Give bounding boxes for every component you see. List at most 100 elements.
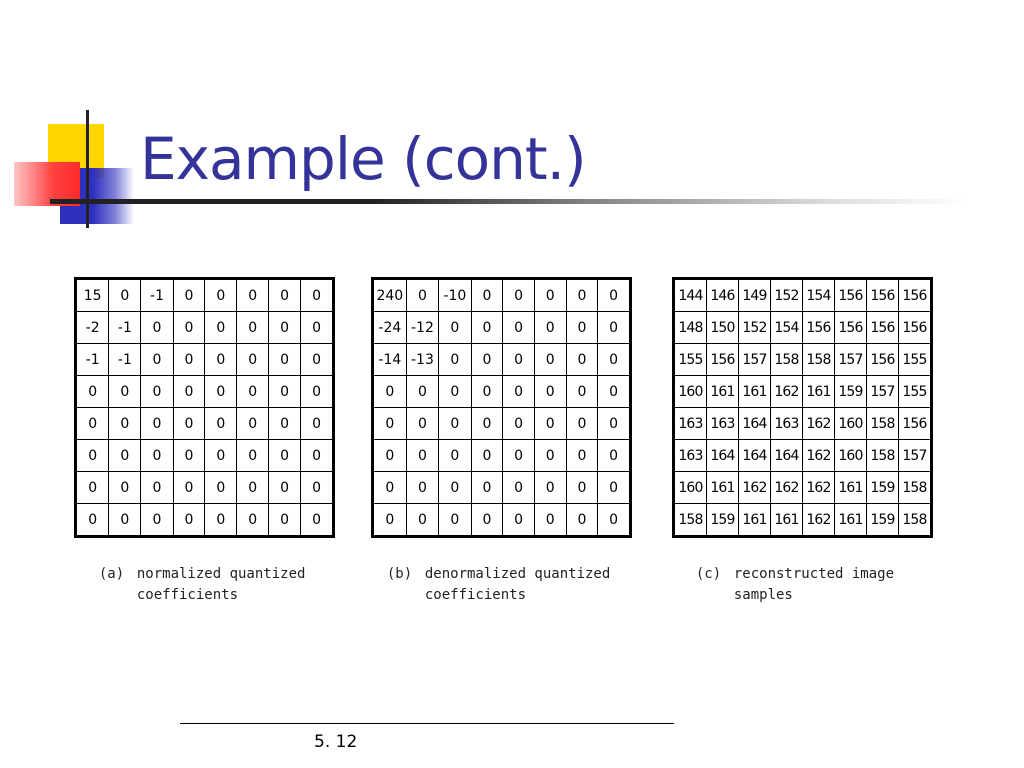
matrix-cell: 0 — [438, 343, 472, 376]
matrix-cell: 161 — [738, 503, 771, 537]
matrix-cell: 0 — [470, 439, 504, 472]
matrix-cell: 0 — [597, 343, 631, 376]
matrix-cell: 0 — [372, 503, 407, 537]
matrix-cell: 0 — [502, 311, 535, 344]
matrix-cell: 0 — [140, 343, 174, 376]
matrix-cell: 158 — [898, 503, 932, 537]
matrix-cell: -13 — [405, 343, 440, 376]
matrix-cell: 161 — [706, 375, 739, 408]
matrix-cell: 0 — [268, 278, 302, 312]
matrix-cell: 0 — [565, 311, 599, 344]
matrix-cell: 0 — [236, 439, 270, 472]
matrix-cell: 0 — [502, 343, 535, 376]
matrix-cell: 156 — [834, 278, 867, 312]
matrix-cell: 0 — [597, 407, 631, 440]
caption-line: coefficients — [136, 587, 239, 603]
matrix-cell: 157 — [866, 375, 899, 408]
matrix-cell: 0 — [372, 439, 407, 472]
matrix-cell: 159 — [834, 375, 867, 408]
matrix-cell: 0 — [300, 407, 334, 440]
matrix-cell: 0 — [533, 471, 567, 504]
matrix-cell: 156 — [866, 343, 899, 376]
matrix-cell: 160 — [834, 407, 867, 440]
matrix-cell: 240 — [372, 278, 407, 312]
matrix-cell: 0 — [204, 311, 238, 344]
matrix-cell: 162 — [802, 503, 835, 537]
caption-line: samples — [733, 587, 793, 603]
matrix-cell: 0 — [533, 407, 567, 440]
matrix-cell: 0 — [597, 311, 631, 344]
caption-line: normalized quantized — [136, 566, 306, 582]
matrix-cell: 0 — [140, 503, 174, 537]
matrix-cell: 0 — [268, 503, 302, 537]
matrix-cell: 156 — [866, 278, 899, 312]
matrix-cell: -1 — [108, 343, 142, 376]
matrix-cell: 0 — [533, 343, 567, 376]
matrix-cell: -1 — [108, 311, 142, 344]
matrix-cell: 148 — [673, 311, 707, 344]
matrix-cell: 0 — [172, 471, 206, 504]
matrix-cell: 0 — [268, 311, 302, 344]
matrix-cell: 0 — [502, 407, 535, 440]
matrix-cell: 0 — [140, 471, 174, 504]
matrix-cell: 154 — [802, 278, 835, 312]
matrix-cell: 0 — [502, 503, 535, 537]
matrix-cell: 162 — [770, 471, 803, 504]
matrix-cell: 150 — [706, 311, 739, 344]
matrix-cell: 152 — [770, 278, 803, 312]
matrix-cell: 0 — [597, 439, 631, 472]
matrix-cell: 161 — [802, 375, 835, 408]
matrix-cell: 0 — [108, 439, 142, 472]
matrix-cell: 0 — [172, 407, 206, 440]
matrix-cell: 0 — [470, 503, 504, 537]
caption-label: (a) — [98, 566, 125, 582]
matrix-cell: 0 — [268, 407, 302, 440]
matrix-cell: 162 — [802, 407, 835, 440]
matrix-cell: 155 — [673, 343, 707, 376]
matrix-cell: 146 — [706, 278, 739, 312]
matrix-cell: 0 — [438, 311, 472, 344]
caption-line: coefficients — [424, 587, 527, 603]
matrix-cell: 0 — [597, 278, 631, 312]
logo-vertical-line — [86, 110, 89, 228]
matrix-cell: 0 — [236, 375, 270, 408]
matrix-cell: 0 — [268, 375, 302, 408]
matrix-cell: 161 — [770, 503, 803, 537]
matrix-cell: 0 — [108, 407, 142, 440]
matrix-cell: 164 — [770, 439, 803, 472]
matrix-cell: 161 — [834, 503, 867, 537]
matrix-cell: -14 — [372, 343, 407, 376]
matrix-cell: 0 — [300, 343, 334, 376]
matrix-cell: 149 — [738, 278, 771, 312]
matrix-cell: 0 — [565, 407, 599, 440]
matrix-cell: 0 — [502, 278, 535, 312]
matrix-cell: 160 — [834, 439, 867, 472]
matrix-cell: 0 — [268, 471, 302, 504]
matrix-cell: 0 — [108, 278, 142, 312]
matrix-cell: -12 — [405, 311, 440, 344]
matrix-cell: 0 — [533, 311, 567, 344]
matrix-cell: 0 — [533, 503, 567, 537]
matrix-cell: 0 — [470, 375, 504, 408]
matrix-cell: 0 — [74, 375, 110, 408]
matrix-cell: 0 — [565, 503, 599, 537]
matrix-cell: 0 — [172, 343, 206, 376]
matrix-cell: 158 — [866, 439, 899, 472]
matrix-cell: 0 — [140, 439, 174, 472]
matrix-cell: 163 — [673, 407, 707, 440]
page-number: 5. 12 — [314, 732, 358, 752]
